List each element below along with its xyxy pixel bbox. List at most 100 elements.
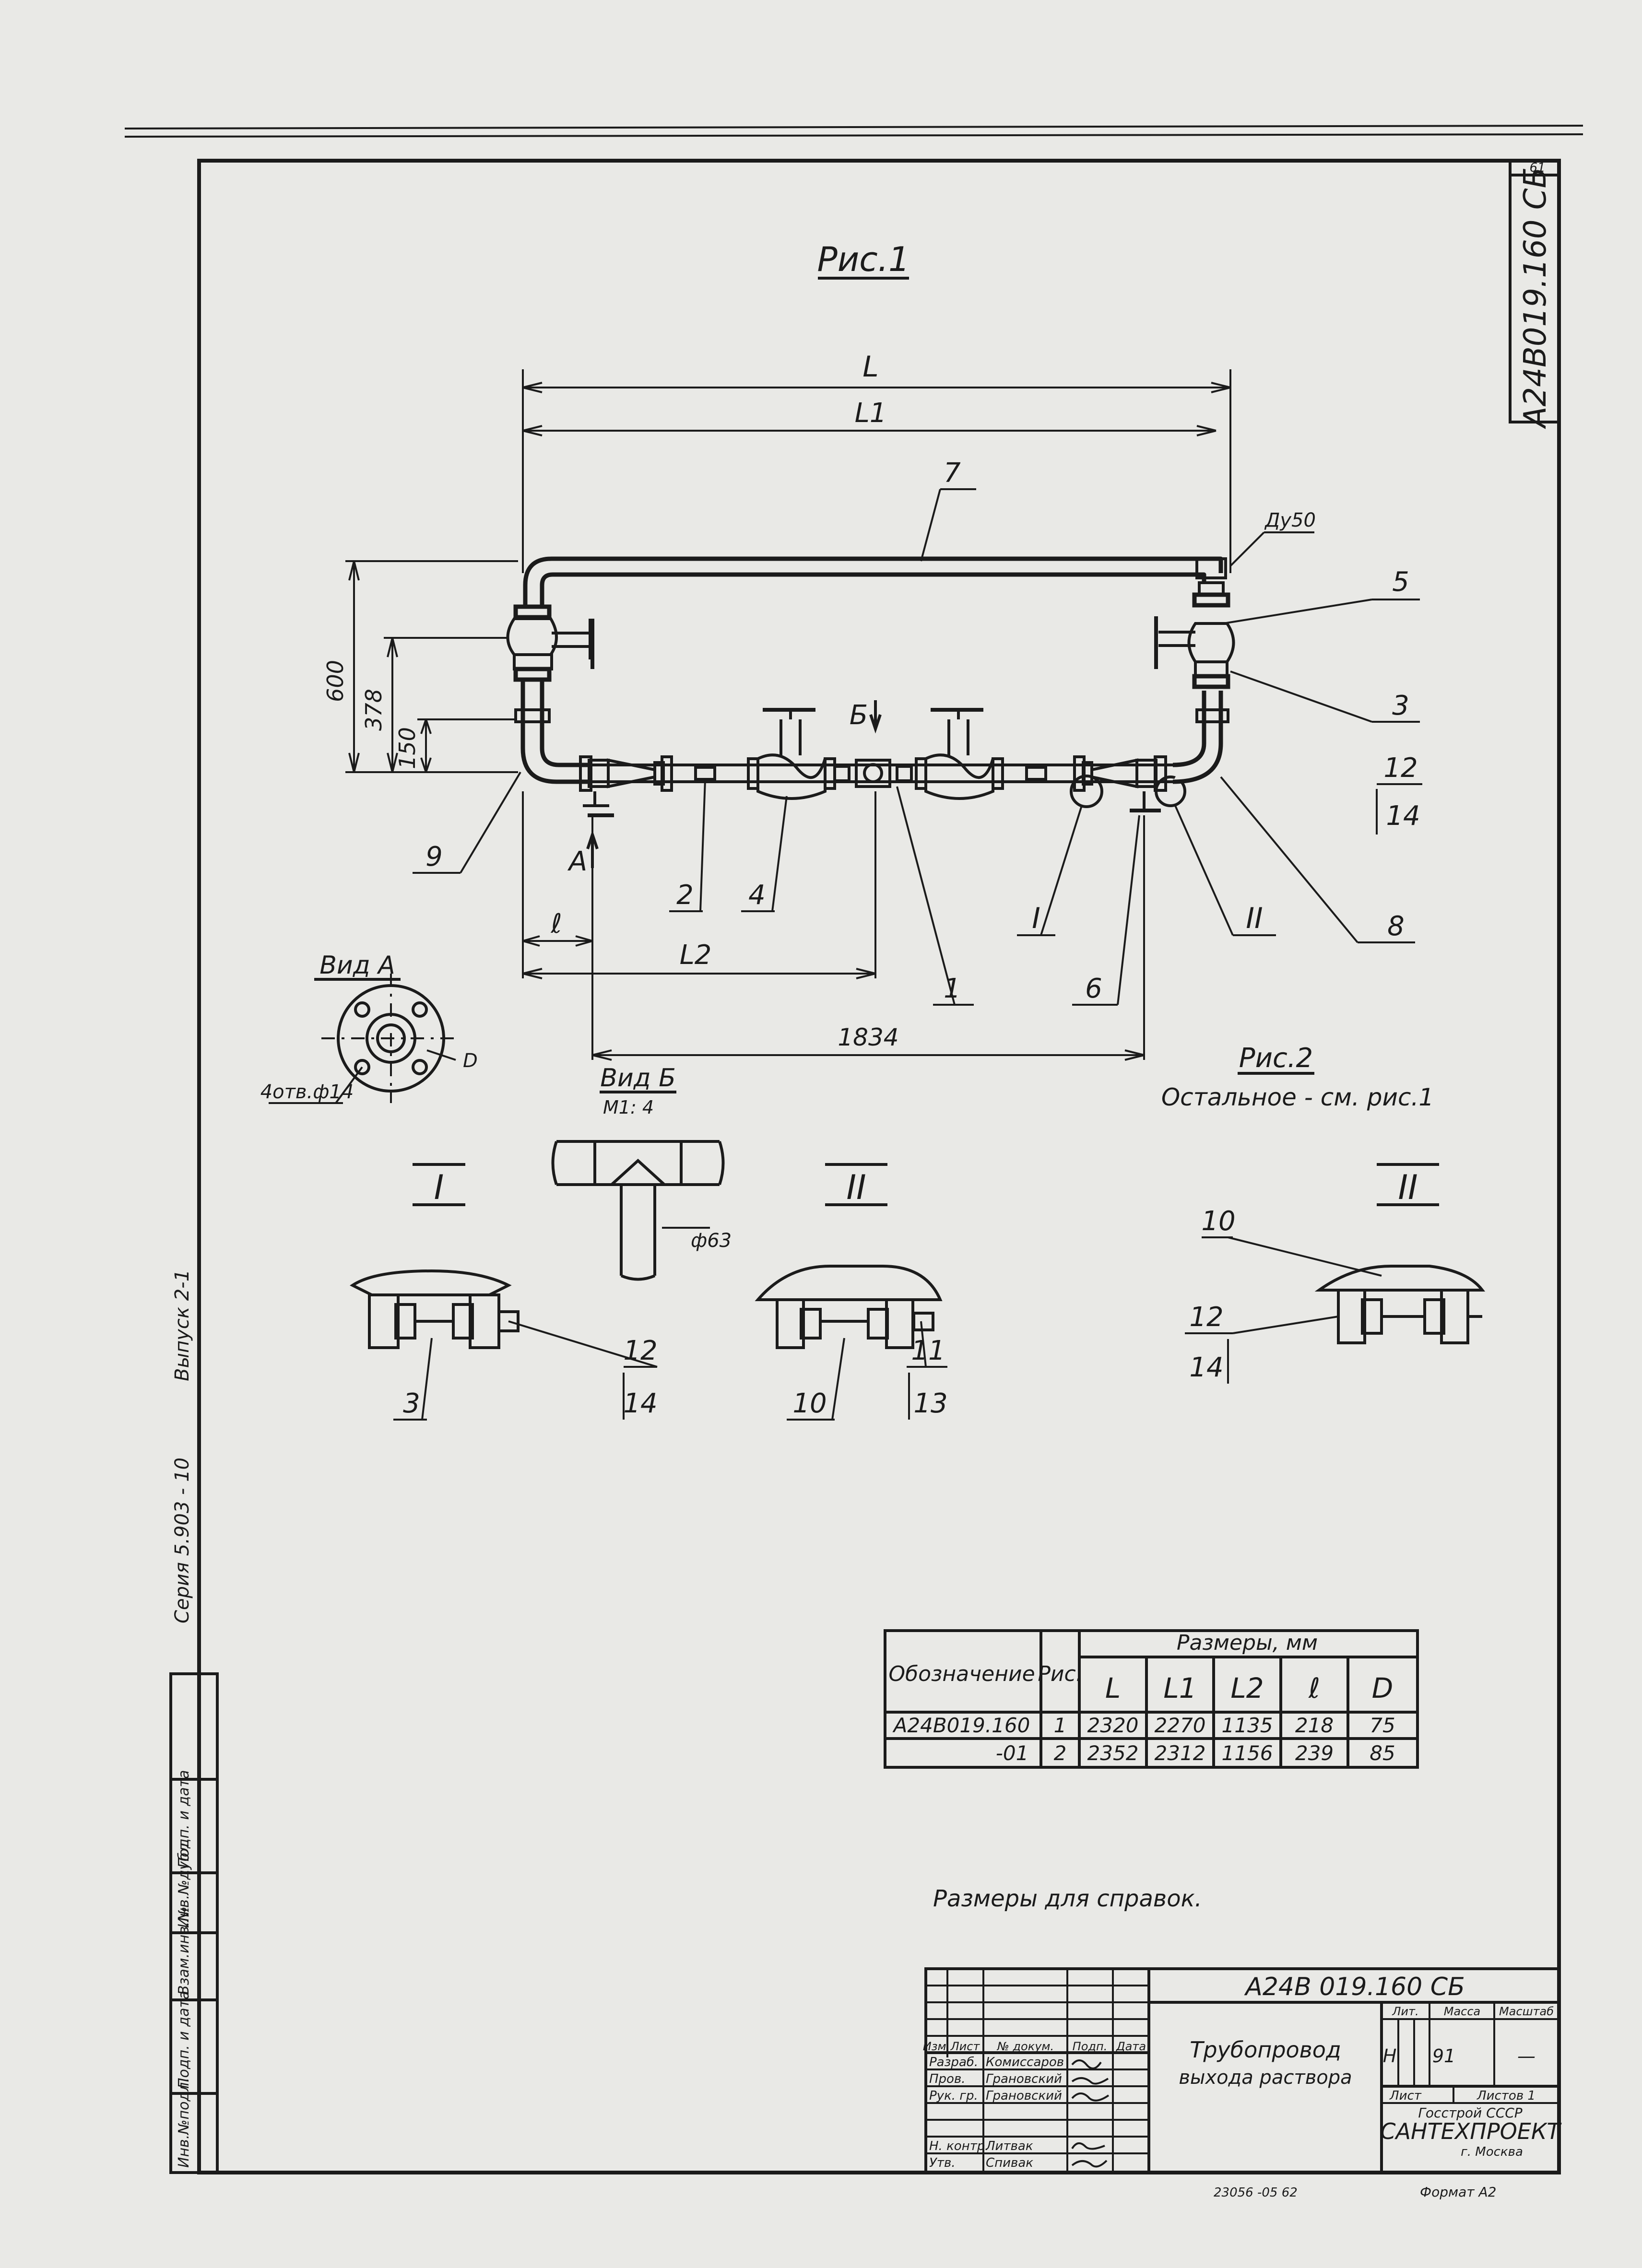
tb-name-utv: Спивак bbox=[986, 2156, 1033, 2170]
signature-1 bbox=[1071, 2059, 1102, 2069]
table-r1-D: 75 bbox=[1370, 1714, 1395, 1737]
detail-circle-1 bbox=[1070, 775, 1103, 808]
tb-sheet: Лист bbox=[1389, 2089, 1422, 2103]
d3-pos-12: 12 bbox=[1189, 1302, 1223, 1333]
table-col-L1: L1 bbox=[1163, 1672, 1196, 1704]
tb-role-razrab: Разраб. bbox=[929, 2055, 978, 2069]
stamp-podp-data-2: Подп. и дата bbox=[176, 1770, 192, 1868]
pos-2: 2 bbox=[676, 880, 694, 911]
view-b: Вид Б М1: 4 ф63 bbox=[551, 1064, 732, 1281]
view-b-diameter: ф63 bbox=[691, 1230, 732, 1252]
stamp-inv-podl: Инв.№подл. bbox=[176, 2078, 192, 2168]
tb-org-1: Госстрой СССР bbox=[1418, 2105, 1522, 2121]
tb-name-razrab: Комиссаров bbox=[986, 2055, 1064, 2069]
pos-1: 1 bbox=[944, 973, 961, 1004]
table-r2-L: 2352 bbox=[1087, 1741, 1139, 1765]
view-b-title: Вид Б bbox=[600, 1064, 676, 1093]
tb-h-lit: Лит. bbox=[1392, 2005, 1418, 2018]
dim-L2: L2 bbox=[680, 940, 712, 971]
tb-mass: 91 bbox=[1432, 2045, 1455, 2067]
table-col-D: D bbox=[1372, 1672, 1394, 1704]
tb-name-1: Трубопровод bbox=[1190, 2037, 1341, 2063]
pos-12: 12 bbox=[1383, 752, 1418, 784]
dim-1834: 1834 bbox=[838, 1023, 898, 1051]
signature-2 bbox=[1071, 2077, 1109, 2085]
fig1-callout-2: II bbox=[1246, 902, 1263, 935]
tb-name-2: выхода раствора bbox=[1179, 2067, 1352, 2089]
view-a: Вид А 4отв.ф14 D bbox=[260, 951, 478, 1104]
table-r1-L1: 2270 bbox=[1155, 1714, 1206, 1737]
stamp-podp-data-1: Подп. и дата bbox=[176, 1991, 192, 2089]
tb-code: А24В 019.160 СБ bbox=[1244, 1973, 1465, 2001]
dim-600: 600 bbox=[322, 660, 348, 702]
detail-2-title: II bbox=[846, 1168, 866, 1207]
dim-L: L bbox=[862, 350, 878, 384]
detail-circle-2 bbox=[1155, 776, 1186, 807]
table-h-sizes: Размеры, мм bbox=[1177, 1631, 1318, 1655]
d3-pos-10: 10 bbox=[1201, 1206, 1235, 1237]
tb-name-rukgr: Грановский bbox=[986, 2089, 1062, 2103]
title-block: Изм. Лист № докум. Подп. Дата Разраб. Ко… bbox=[923, 1967, 1562, 2174]
table-r2-L1: 2312 bbox=[1155, 1741, 1206, 1765]
tb-role-utv: Утв. bbox=[929, 2156, 956, 2170]
pos-6: 6 bbox=[1085, 973, 1102, 1004]
d2-pos-11: 11 bbox=[911, 1335, 945, 1366]
arrow-b-label: Б bbox=[850, 700, 868, 731]
tb-hdr-date: Дата bbox=[1116, 2040, 1146, 2053]
pos-14: 14 bbox=[1386, 800, 1420, 832]
table-col-L2: L2 bbox=[1230, 1672, 1264, 1704]
table-r2-l: 239 bbox=[1295, 1741, 1334, 1765]
detail-3: II 10 12 14 bbox=[1185, 1163, 1486, 1384]
dim-l: ℓ bbox=[550, 908, 562, 940]
table-col-l: ℓ bbox=[1308, 1672, 1320, 1704]
tb-h-mass: Масса bbox=[1444, 2005, 1481, 2018]
tb-name-nkontr: Литвак bbox=[985, 2139, 1033, 2153]
drawing-frame bbox=[197, 159, 1561, 2174]
d1-pos-3: 3 bbox=[403, 1388, 420, 1419]
table-r1-fig: 1 bbox=[1054, 1714, 1067, 1737]
table-r2-fig: 2 bbox=[1054, 1741, 1067, 1765]
tb-scale: — bbox=[1517, 2045, 1536, 2067]
table-r2-designation: -01 bbox=[996, 1741, 1029, 1765]
detail-2: II 11 13 10 bbox=[755, 1163, 948, 1421]
top-trim-line bbox=[124, 125, 1583, 129]
du50-label: Ду50 bbox=[1264, 509, 1316, 531]
pos-9: 9 bbox=[425, 841, 443, 872]
code-vertical: А24В019.160 СБ bbox=[1518, 167, 1553, 430]
tb-lit: Н bbox=[1383, 2045, 1397, 2067]
dim-L1: L1 bbox=[855, 398, 887, 429]
table-r2-D: 85 bbox=[1370, 1741, 1395, 1765]
tb-hdr-doc: № докум. bbox=[996, 2040, 1054, 2053]
detail-1: I 12 14 3 bbox=[350, 1163, 658, 1421]
tb-role-prov: Пров. bbox=[929, 2072, 966, 2086]
view-b-scale: М1: 4 bbox=[603, 1097, 654, 1118]
tb-org-3: г. Москва bbox=[1461, 2145, 1523, 2159]
dim-150: 150 bbox=[394, 727, 420, 769]
signature-4 bbox=[1071, 2142, 1105, 2150]
tb-hdr-izm: Изм. bbox=[923, 2040, 950, 2053]
fig2-title: Рис.2 bbox=[1239, 1043, 1313, 1074]
arrow-a-label: А bbox=[567, 846, 587, 877]
detail-3-title: II bbox=[1398, 1168, 1418, 1207]
pos-7: 7 bbox=[944, 458, 961, 489]
view-a-title: Вид А bbox=[319, 951, 395, 980]
format-label: Формат А2 bbox=[1420, 2184, 1496, 2200]
view-a-holes: 4отв.ф14 bbox=[260, 1081, 354, 1103]
margin-stamp: Инв.№подл. Подп. и дата Взам.инв.№ Инв.№… bbox=[169, 1269, 219, 2174]
d3-pos-14: 14 bbox=[1189, 1352, 1223, 1383]
pos-8: 8 bbox=[1387, 911, 1405, 942]
dim-378: 378 bbox=[361, 689, 387, 731]
table-r1-L: 2320 bbox=[1087, 1714, 1139, 1737]
d1-pos-14: 14 bbox=[623, 1388, 657, 1419]
dimensions-table: Обозначение Рис. Размеры, мм L L1 L2 ℓ D… bbox=[884, 1629, 1419, 1769]
signature-3 bbox=[1071, 2092, 1110, 2102]
fig1-callout-1: I bbox=[1032, 902, 1040, 935]
pos-3: 3 bbox=[1392, 690, 1409, 721]
tb-h-scale: Масштаб bbox=[1499, 2005, 1554, 2018]
archive-number: 23056 -05 62 bbox=[1214, 2186, 1298, 2200]
series-label: Серия 5.903 - 10 bbox=[171, 1457, 193, 1623]
tb-org-2: САНТЕХПРОЕКТ bbox=[1380, 2118, 1562, 2144]
table-r1-L2: 1135 bbox=[1222, 1714, 1273, 1737]
tb-hdr-podp: Подп. bbox=[1073, 2040, 1108, 2053]
